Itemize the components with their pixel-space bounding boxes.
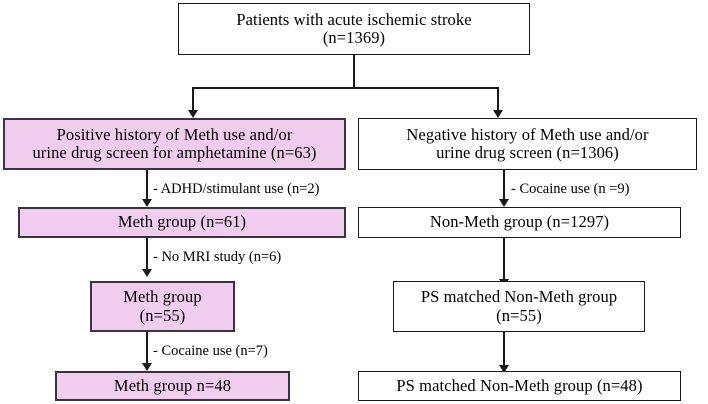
annotation-left-exclusion3: - Cocaine use (n=7) <box>153 343 268 359</box>
connector-root-stem <box>353 55 355 88</box>
node-left-group3: Meth group n=48 <box>55 371 290 401</box>
annotation-right-exclusion1: - Cocaine use (n =9) <box>511 181 630 197</box>
node-right-group1: Non-Meth group (n=1297) <box>358 207 681 238</box>
connector-right-excl1 <box>503 170 505 200</box>
arrowhead-split-right <box>493 110 503 118</box>
arrowhead-left-excl2 <box>142 269 152 277</box>
node-root: Patients with acute ischemic stroke (n=1… <box>178 3 530 55</box>
arrowhead-right-excl1 <box>499 199 509 207</box>
connector-right-ps2 <box>503 332 505 366</box>
arrowhead-left-excl1 <box>142 199 152 207</box>
connector-left-excl3 <box>146 332 148 364</box>
arrowhead-left-excl3 <box>142 363 152 371</box>
node-left-group2: Meth group (n=55) <box>90 281 235 332</box>
node-left-screen: Positive history of Meth use and/or urin… <box>3 118 346 170</box>
annotation-left-exclusion1: - ADHD/stimulant use (n=2) <box>153 181 320 197</box>
connector-left-excl2 <box>146 238 148 270</box>
node-right-group3: PS matched Non-Meth group (n=48) <box>358 371 681 401</box>
connector-split-left <box>192 87 194 111</box>
arrowhead-right-ps2 <box>499 365 509 373</box>
node-right-group2: PS matched Non-Meth group (n=55) <box>393 281 645 332</box>
connector-split-bar <box>192 87 499 89</box>
node-right-screen: Negative history of Meth use and/or urin… <box>358 118 697 170</box>
annotation-left-exclusion2: - No MRI study (n=6) <box>153 249 282 265</box>
node-left-group1: Meth group (n=61) <box>18 207 346 238</box>
connector-split-right <box>497 87 499 111</box>
connector-left-excl1 <box>146 170 148 200</box>
connector-right-ps1 <box>503 238 505 280</box>
arrowhead-split-left <box>188 110 198 118</box>
